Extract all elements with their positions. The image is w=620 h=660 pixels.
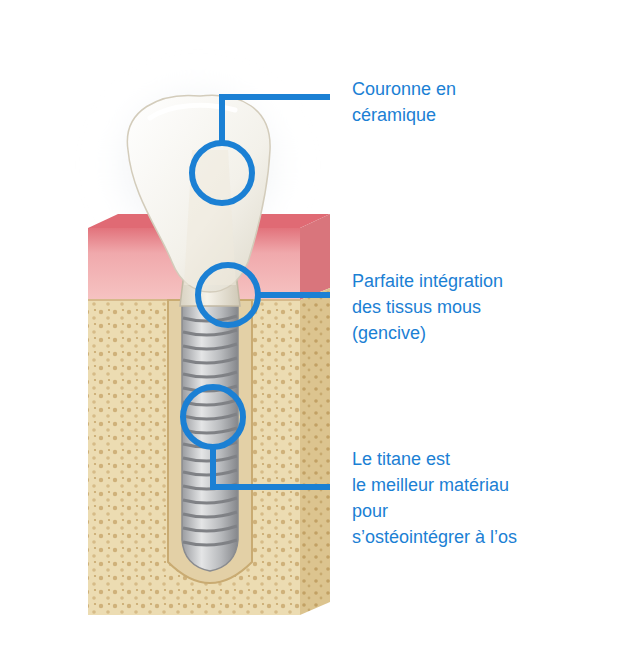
implant-thread bbox=[183, 372, 237, 377]
leader-line bbox=[258, 292, 330, 298]
callout-circle bbox=[192, 143, 252, 203]
leader-line bbox=[222, 97, 330, 143]
implant-thread bbox=[183, 414, 237, 419]
implant-thread bbox=[183, 344, 237, 349]
callout-circle bbox=[183, 387, 243, 447]
label-holder: Le titane est le meilleur matériau pour … bbox=[352, 446, 517, 550]
callout-label: Parfaite intégration des tissus mous (ge… bbox=[352, 268, 503, 346]
label-holder: Parfaite intégration des tissus mous (ge… bbox=[352, 268, 503, 346]
label-holder: Couronne en céramique bbox=[352, 76, 456, 128]
ceramic-crown bbox=[127, 95, 270, 292]
bone-front bbox=[88, 300, 300, 615]
callout-label: Le titane est le meilleur matériau pour … bbox=[352, 446, 517, 550]
implant-thread bbox=[183, 512, 237, 517]
implant-thread bbox=[183, 358, 237, 363]
implant-thread bbox=[183, 498, 237, 503]
leader-line bbox=[213, 447, 330, 487]
gum-side bbox=[300, 214, 330, 300]
implant-thread bbox=[183, 526, 237, 531]
implant-thread bbox=[183, 540, 237, 545]
bone-side bbox=[300, 288, 330, 615]
implant-thread bbox=[183, 428, 237, 433]
callout-label: Couronne en céramique bbox=[352, 76, 456, 128]
callout-circle bbox=[198, 265, 258, 325]
bone-socket bbox=[168, 300, 252, 583]
implant-thread bbox=[183, 330, 237, 335]
